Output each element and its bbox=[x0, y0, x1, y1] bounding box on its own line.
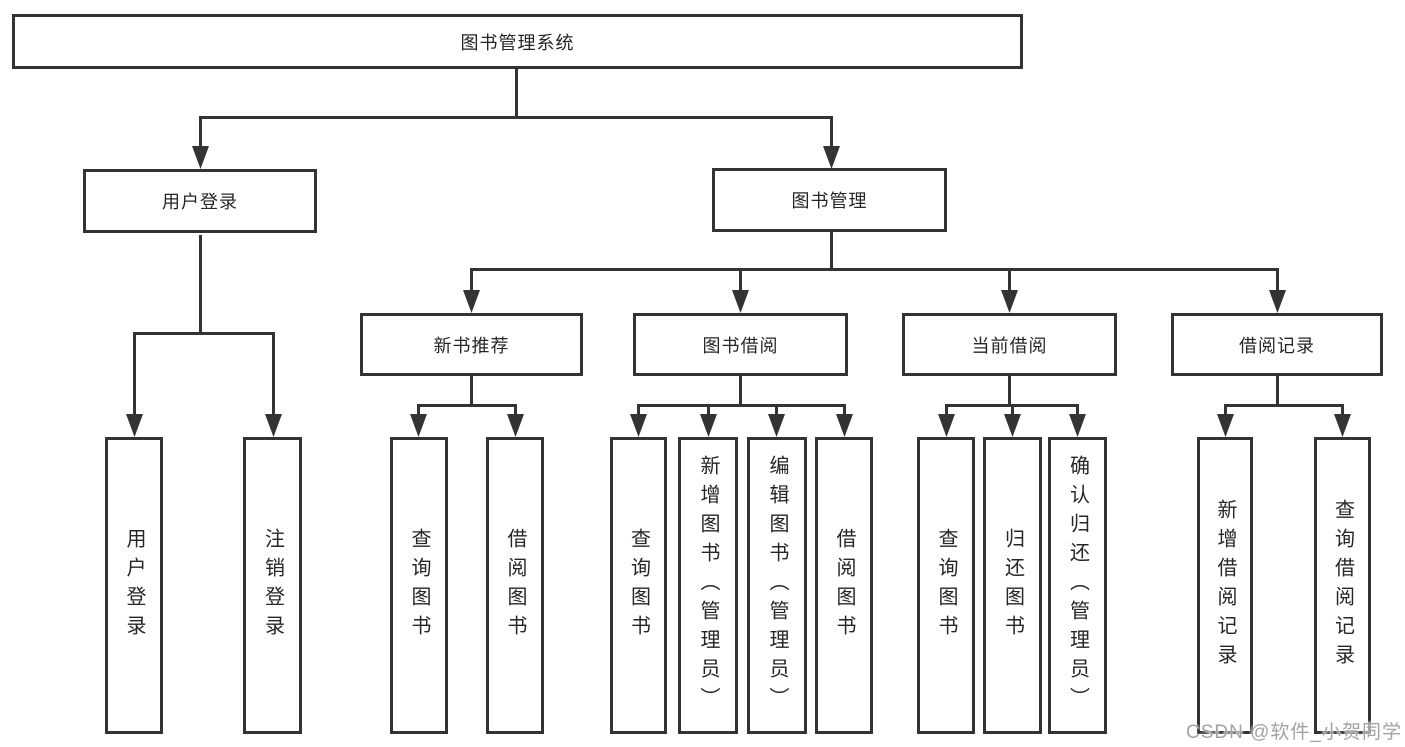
node-book-borrowing-label: 图书借阅 bbox=[702, 335, 779, 356]
leaf-query-books-2-label: 查询图书 bbox=[627, 527, 650, 644]
leaf-query-books-1-label: 查询图书 bbox=[408, 527, 430, 644]
node-root-label: 图书管理系统 bbox=[460, 32, 575, 53]
node-new-book-recommendation: 新书推荐 bbox=[360, 313, 583, 376]
arrowhead bbox=[768, 414, 785, 437]
leaf-borrow-books-2-label: 借阅图书 bbox=[833, 527, 855, 644]
connector-userlogin-to-leaves bbox=[133, 235, 275, 418]
arrowhead bbox=[630, 414, 647, 437]
leaf-borrow-books-1: 借阅图书 bbox=[486, 437, 544, 734]
leaf-query-books-3-label: 查询图书 bbox=[935, 527, 957, 644]
leaf-add-borrow-record: 新增借阅记录 bbox=[1197, 437, 1253, 734]
node-new-book-recommendation-label: 新书推荐 bbox=[433, 335, 510, 356]
leaf-confirm-return-admin: 确认归还（管理员） bbox=[1048, 437, 1107, 734]
leaf-add-books-admin: 新增图书（管理员） bbox=[678, 437, 738, 734]
arrowhead bbox=[823, 146, 840, 169]
connector-bookborrow-to-leaves bbox=[637, 376, 846, 418]
arrowhead bbox=[700, 414, 717, 437]
leaf-borrow-books-1-label: 借阅图书 bbox=[504, 527, 526, 644]
arrowhead bbox=[1334, 414, 1351, 437]
arrowhead bbox=[732, 290, 749, 313]
leaf-logout-label: 注销登录 bbox=[261, 527, 284, 644]
node-current-borrowing-label: 当前借阅 bbox=[971, 335, 1048, 356]
arrowhead bbox=[1001, 290, 1018, 313]
leaf-query-books-2: 查询图书 bbox=[610, 437, 667, 734]
leaf-user-login-label: 用户登录 bbox=[123, 527, 145, 644]
leaf-query-books-1: 查询图书 bbox=[390, 437, 448, 734]
leaf-edit-books-admin-label: 编辑图书（管理员） bbox=[766, 455, 788, 716]
leaf-add-borrow-record-label: 新增借阅记录 bbox=[1214, 498, 1236, 673]
leaf-confirm-return-admin-label: 确认归还（管理员） bbox=[1066, 455, 1089, 716]
node-root: 图书管理系统 bbox=[12, 14, 1023, 69]
arrowhead bbox=[410, 414, 427, 437]
arrowhead bbox=[836, 414, 853, 437]
leaf-return-books: 归还图书 bbox=[983, 437, 1042, 734]
leaf-add-books-admin-label: 新增图书（管理员） bbox=[697, 455, 719, 716]
arrowhead bbox=[192, 146, 209, 169]
arrowhead bbox=[1069, 414, 1086, 437]
arrowhead bbox=[126, 414, 143, 437]
node-user-login-label: 用户登录 bbox=[162, 192, 238, 212]
connector-bookmgmt-to-level3 bbox=[470, 232, 1279, 294]
arrowhead bbox=[1269, 290, 1286, 313]
leaf-query-borrow-record-label: 查询借阅记录 bbox=[1331, 498, 1354, 673]
node-borrowing-records: 借阅记录 bbox=[1171, 313, 1383, 376]
arrowhead bbox=[463, 290, 480, 313]
csdn-watermark: CSDN @软件_小贺同学 bbox=[1186, 722, 1402, 743]
leaf-return-books-label: 归还图书 bbox=[1001, 527, 1024, 644]
connector-borrowrecords-to-leaves bbox=[1224, 376, 1344, 418]
arrowhead bbox=[507, 414, 524, 437]
arrowhead bbox=[265, 414, 282, 437]
arrowhead bbox=[938, 414, 955, 437]
arrowhead bbox=[1217, 414, 1234, 437]
leaf-user-login: 用户登录 bbox=[105, 437, 163, 734]
connector-lines bbox=[133, 69, 1344, 418]
node-user-login: 用户登录 bbox=[83, 169, 317, 233]
connector-newbookrec-to-leaves bbox=[417, 376, 517, 418]
leaf-logout: 注销登录 bbox=[243, 437, 302, 734]
leaf-edit-books-admin: 编辑图书（管理员） bbox=[747, 437, 807, 734]
node-borrowing-records-label: 借阅记录 bbox=[1239, 335, 1315, 356]
leaf-query-books-3: 查询图书 bbox=[917, 437, 975, 734]
node-book-management: 图书管理 bbox=[712, 168, 947, 232]
node-book-management-label: 图书管理 bbox=[791, 191, 868, 211]
connector-arrowheads bbox=[126, 146, 1351, 437]
node-current-borrowing: 当前借阅 bbox=[902, 313, 1117, 376]
connector-currentborrow-to-leaves bbox=[945, 376, 1079, 418]
leaf-query-borrow-record: 查询借阅记录 bbox=[1314, 437, 1371, 734]
arrowhead bbox=[1004, 414, 1021, 437]
leaf-borrow-books-2: 借阅图书 bbox=[815, 437, 873, 734]
node-book-borrowing: 图书借阅 bbox=[633, 313, 848, 376]
connector-root-to-level2 bbox=[199, 69, 833, 150]
